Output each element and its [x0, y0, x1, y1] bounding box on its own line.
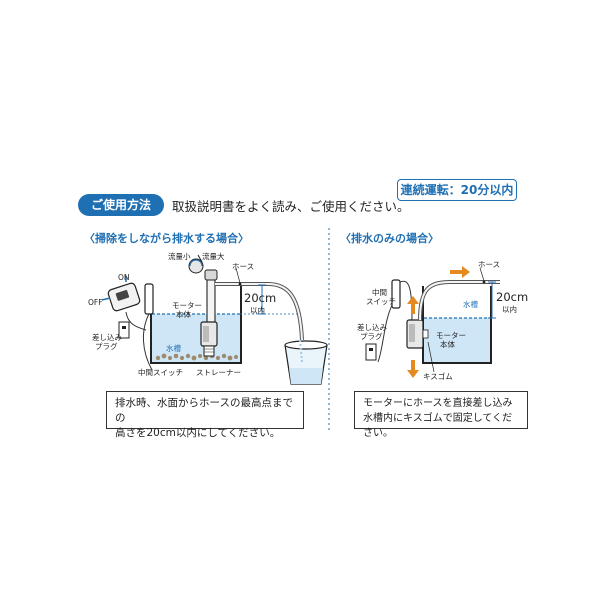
- left-section-title: 〈掃除をしながら排水する場合〉: [84, 232, 249, 245]
- right-switch-label-1: 中間: [372, 288, 387, 297]
- right-motor-label-1: モーター: [436, 331, 466, 340]
- left-inline-switch: [144, 283, 154, 315]
- right-note-line-1: モーターにホースを直接差し込み: [363, 398, 513, 409]
- right-motor: [406, 319, 429, 349]
- right-tank-label: 水槽: [463, 300, 478, 309]
- right-switch-label-2: スイッチ: [366, 297, 396, 306]
- left-motor-label-2: 本体: [176, 310, 191, 319]
- left-switch-label: 中間スイッチ: [138, 368, 183, 377]
- left-note-line-2: 高さを20cm以内にしてください。: [115, 427, 281, 439]
- right-inline-switch: [391, 279, 401, 309]
- right-hose: [418, 280, 500, 321]
- left-bucket: [284, 339, 328, 385]
- left-plug: [118, 321, 130, 339]
- left-aquarium: [150, 286, 242, 364]
- right-aquarium: [422, 286, 492, 364]
- strainer-label: ストレーナー: [196, 368, 241, 377]
- right-flow-arrows: [407, 266, 470, 378]
- suction-cup-label: キスゴム: [423, 372, 453, 381]
- left-motor: [200, 269, 218, 357]
- right-motor-label-2: 本体: [440, 340, 455, 349]
- right-hose-label: ホース: [478, 260, 501, 269]
- off-label: OFF: [88, 298, 103, 307]
- left-plug-label-1: 差し込み: [92, 333, 122, 342]
- continuous-operation-label: 連続運転：20分以内: [397, 179, 517, 201]
- right-height-dimension: [488, 281, 496, 319]
- left-height-dimension: [240, 284, 300, 315]
- on-label: ON: [118, 273, 130, 282]
- left-power-cord: [143, 311, 153, 371]
- left-on-off-switch: [101, 276, 141, 312]
- left-plug-label-2: プラグ: [95, 342, 118, 351]
- right-plug: [365, 343, 377, 361]
- right-height-label: 20cm: [496, 290, 529, 304]
- left-motor-label-1: モーター: [172, 301, 202, 310]
- left-within-label: 以内: [250, 306, 265, 315]
- left-note: 排水時、水面からホースの最高点までの 高さを20cm以内にしてください。: [106, 391, 304, 439]
- left-height-label: 20cm: [244, 291, 277, 305]
- flow-small-label: 流量小: [168, 252, 191, 261]
- left-tank-label: 水槽: [166, 344, 181, 353]
- usage-method-badge: ご使用方法: [78, 194, 164, 216]
- right-plug-label-1: 差し込み: [357, 323, 387, 332]
- right-plug-label-2: プラグ: [360, 332, 383, 341]
- left-note-line-1: 排水時、水面からホースの最高点までの: [115, 397, 293, 424]
- flow-large-label: 流量大: [202, 252, 225, 261]
- right-note: モーターにホースを直接差し込み 水槽内にキスゴムで固定してください。: [354, 391, 528, 439]
- left-flow-dial: [188, 254, 204, 274]
- right-note-line-2: 水槽内にキスゴムで固定してください。: [363, 413, 513, 439]
- right-section-title: 〈排水のみの場合〉: [340, 232, 439, 245]
- intro-text: 取扱説明書をよく読み、ご使用ください。: [172, 199, 410, 214]
- right-within-label: 以内: [502, 305, 517, 314]
- left-hose-label: ホース: [232, 262, 255, 271]
